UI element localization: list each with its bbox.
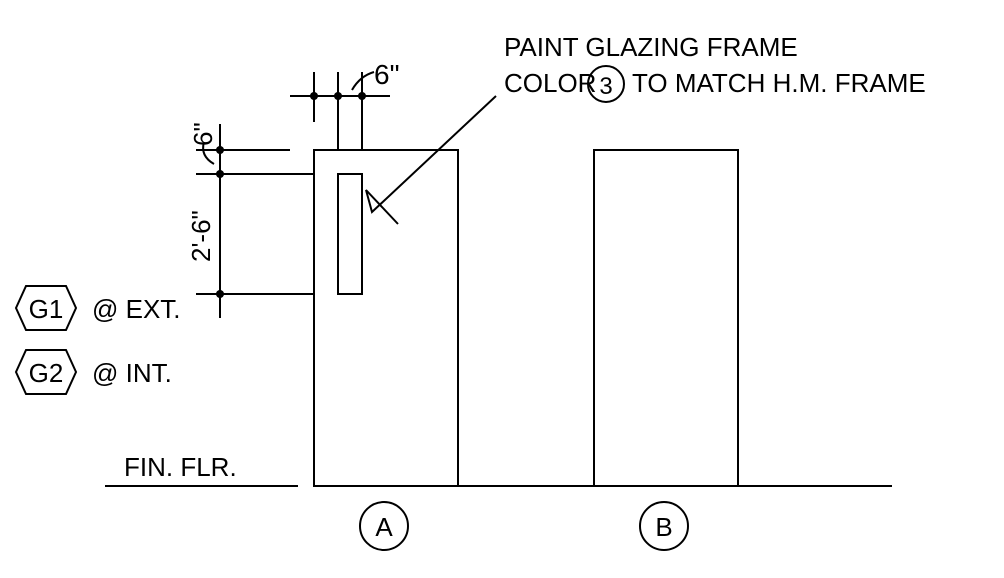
door-a-vision-panel [337, 173, 363, 295]
note-leader-line [365, 95, 497, 225]
door-type-a-circle [359, 501, 409, 551]
glazing-tag-g2-hexagon [14, 349, 78, 395]
color-tag-number: 3 [599, 73, 612, 100]
glazing-tag-g1-hexagon [14, 285, 78, 331]
glazing-tag-g1-text: G1 [29, 294, 64, 324]
door-b-outline [593, 149, 739, 487]
floor-label: FIN. FLR. [124, 452, 237, 482]
glazing-vertical-dimension [196, 124, 314, 318]
glazing-tag-g2-text: G2 [29, 358, 64, 388]
note-line-2-suffix: TO MATCH H.M. FRAME [632, 68, 926, 98]
glazing-tag-g1-label: @ EXT. [92, 294, 181, 324]
glazing-width-dimension [290, 71, 390, 150]
note-line-1: PAINT GLAZING FRAME [504, 32, 798, 62]
glazing-tag-g2-label: @ INT. [92, 358, 172, 388]
glazing-height-dim-text: 2'-6" [186, 210, 216, 262]
note-line-2-prefix: COLOR [504, 68, 596, 98]
color-tag-circle [587, 65, 625, 103]
door-type-a-letter: A [375, 512, 393, 542]
head-offset-dim-text: 6" [188, 122, 218, 146]
door-a-outline [313, 149, 459, 487]
glazing-width-dim-text: 6" [374, 59, 400, 90]
door-type-b-letter: B [655, 512, 672, 542]
door-type-b-circle [639, 501, 689, 551]
